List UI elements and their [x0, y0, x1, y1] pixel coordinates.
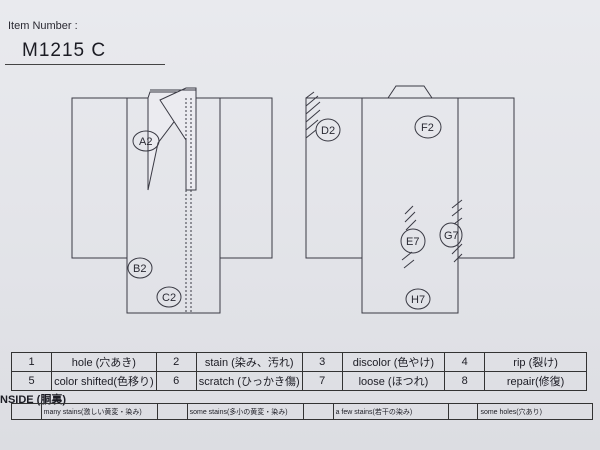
back-collar [387, 85, 433, 99]
defect-number: 4 [444, 352, 486, 372]
back-mark: H7 [411, 294, 425, 306]
defect-number: 2 [155, 352, 197, 372]
defect-legend-table: 1 hole (穴あき) 2 stain (染み、汚れ) 3 discolor … [10, 352, 587, 391]
defect-label: discolor (色やけ) [341, 352, 446, 372]
front-right-sleeve [219, 97, 273, 259]
inside-option-label: a few stains(若干の染み) [332, 403, 449, 420]
back-mark: G7 [444, 230, 459, 242]
back-mark: E7 [406, 236, 419, 248]
kimono-back-diagram [305, 85, 515, 314]
kimono-front-diagram [71, 87, 273, 314]
back-mark: D2 [321, 125, 335, 137]
front-mark: B2 [133, 263, 146, 275]
inside-checkbox[interactable] [302, 403, 334, 420]
table-row: many stains(激しい黄変・染み) some stains(多小の黄変・… [11, 403, 593, 420]
defect-label: repair(修復) [484, 371, 587, 391]
defect-number: 8 [444, 371, 486, 391]
back-right-sleeve [457, 97, 515, 259]
inside-checkbox[interactable] [156, 403, 188, 420]
inside-option-label: some holes(穴あり) [477, 403, 593, 420]
inside-condition-table: many stains(激しい黄変・染み) some stains(多小の黄変・… [11, 403, 593, 420]
table-row: 5 color shifted(色移り) 6 scratch (ひっかき傷) 7… [10, 371, 587, 391]
item-number-label: Item Number : [8, 20, 78, 32]
inside-checkbox[interactable] [11, 403, 42, 420]
defect-number: 5 [10, 371, 53, 391]
item-number-value: M1215 C [22, 40, 107, 61]
item-number-underline [5, 64, 165, 65]
defect-label: hole (穴あき) [51, 352, 157, 372]
inside-option-label: many stains(激しい黄変・染み) [40, 403, 158, 420]
inside-checkbox[interactable] [447, 403, 479, 420]
defect-number: 7 [301, 371, 343, 391]
back-mark: F2 [421, 122, 434, 134]
defect-label: loose (ほつれ) [341, 371, 446, 391]
defect-number: 1 [10, 352, 53, 372]
inside-option-label: some stains(多小の黄変・染み) [186, 403, 304, 420]
front-left-sleeve [71, 97, 128, 259]
back-body [361, 97, 459, 314]
defect-label: stain (染み、汚れ) [195, 352, 303, 372]
front-mark: A2 [139, 136, 152, 148]
defect-number: 3 [301, 352, 343, 372]
back-left-sleeve [305, 97, 363, 259]
front-body [126, 97, 221, 314]
front-mark: C2 [162, 292, 176, 304]
defect-label: color shifted(色移り) [51, 371, 157, 391]
defect-label: scratch (ひっかき傷) [195, 371, 303, 391]
table-row: 1 hole (穴あき) 2 stain (染み、汚れ) 3 discolor … [10, 352, 587, 372]
defect-label: rip (裂け) [484, 352, 587, 372]
defect-number: 6 [155, 371, 197, 391]
